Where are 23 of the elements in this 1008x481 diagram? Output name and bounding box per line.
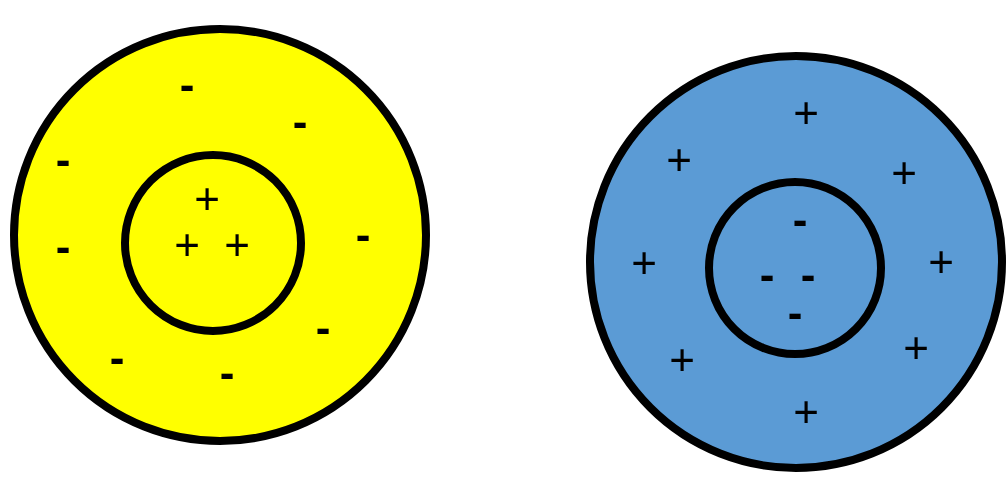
charge-sign: + <box>793 91 819 135</box>
charge-sign: - <box>55 225 71 269</box>
charge-sign: - <box>787 291 803 335</box>
charge-sign: - <box>355 213 371 257</box>
charge-sign: - <box>315 306 331 350</box>
charge-sign: - <box>292 100 308 144</box>
charge-sign: - <box>759 253 775 297</box>
charge-sign: - <box>792 198 808 242</box>
charge-sign: + <box>793 390 819 434</box>
charge-sign: + <box>903 326 929 370</box>
charge-sign: + <box>669 338 695 382</box>
charge-sign: - <box>55 138 71 182</box>
charge-sign: - <box>800 253 816 297</box>
charge-sign: + <box>224 223 250 267</box>
charge-sign: + <box>631 241 657 285</box>
charge-sign: + <box>891 151 917 195</box>
charge-sign: + <box>928 240 954 284</box>
charge-sign: + <box>174 223 200 267</box>
charge-sign: - <box>109 336 125 380</box>
charge-sign: - <box>179 63 195 107</box>
charge-sign: - <box>219 351 235 395</box>
charge-sign: + <box>194 177 220 221</box>
charge-sign: + <box>666 138 692 182</box>
